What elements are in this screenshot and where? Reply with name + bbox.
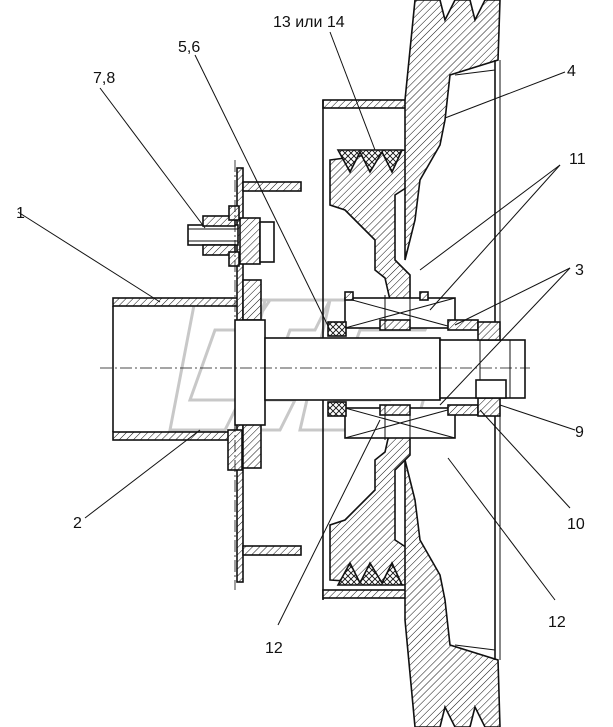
seals-5-6 bbox=[327, 321, 347, 417]
callout-11: 11 bbox=[569, 151, 586, 168]
bolt-7-8 bbox=[187, 205, 275, 267]
callout-5-6: 5,6 bbox=[178, 39, 200, 56]
bearings-part-3 bbox=[344, 291, 479, 439]
pulley-housing bbox=[322, 99, 419, 600]
callout-3: 3 bbox=[575, 262, 584, 279]
callout-10: 10 bbox=[567, 516, 585, 533]
callout-1: 1 bbox=[16, 205, 25, 222]
callout-4: 4 bbox=[567, 63, 576, 80]
callout-12-right: 12 bbox=[548, 614, 566, 631]
shaft bbox=[264, 337, 526, 401]
callout-2: 2 bbox=[73, 515, 82, 532]
pipe-part-1 bbox=[112, 297, 244, 441]
nut-washer-9-10 bbox=[475, 321, 507, 417]
outer-pulley-part-4 bbox=[404, 0, 501, 727]
hub-part-2 bbox=[234, 319, 266, 426]
callout-12-left: 12 bbox=[265, 640, 283, 657]
callout-13-14: 13 или 14 bbox=[273, 14, 345, 31]
spacer-part-12 bbox=[384, 295, 411, 440]
callout-9: 9 bbox=[575, 424, 584, 441]
callout-7-8: 7,8 bbox=[93, 70, 115, 87]
leader-lines bbox=[17, 31, 576, 626]
